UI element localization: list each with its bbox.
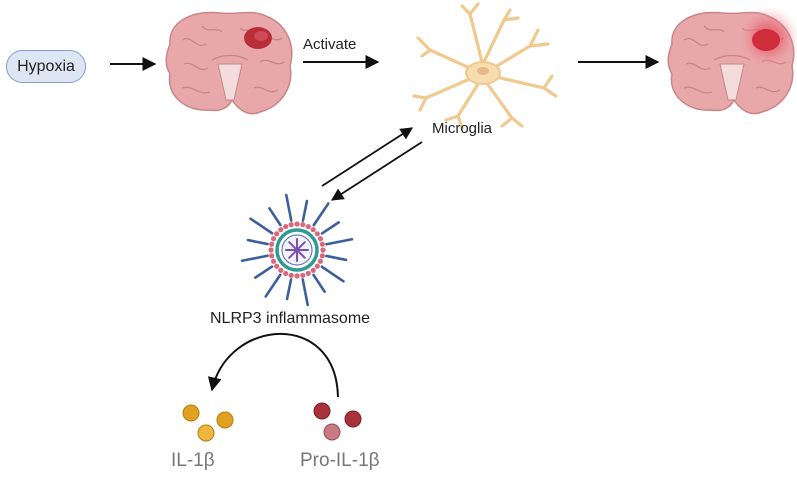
inflammasome-bead [283,223,289,230]
pro-cytokine-beads-icon [313,402,362,441]
inflammasome-rod [268,207,282,227]
inflammasome-bead [314,231,320,237]
inflammasome-ring [275,228,319,272]
inflammasome-bead [300,272,306,278]
inflammasome-bead [294,273,300,279]
cytokine-beads-icon [182,404,234,442]
inflammasome-bead [300,222,306,228]
inflammasome-spoke [296,249,306,259]
inflammasome-bead [269,241,275,247]
inflammasome-bead [268,247,274,253]
inflammasome-bead [305,270,311,277]
inflammasome-bead [314,263,320,269]
inflammasome-rod [240,254,269,263]
inflammasome-rod [320,265,345,283]
inflammasome-rod [249,217,274,235]
inflammasome-rod [312,273,326,293]
il1b-label: IL-1β [171,450,215,471]
pro-il1b-label: Pro-IL-1β [300,450,380,471]
inflammasome-bead [319,253,325,259]
inflammasome-bead [319,241,325,247]
activate-label: Activate [303,36,357,53]
inflammasome-rod [254,265,274,279]
inflammasome-bead [274,231,280,237]
inflammasome-rod [246,238,269,246]
inflammasome-bead [274,263,280,269]
inflammasome-bead [288,272,294,278]
arrow-to-microglia [321,127,414,187]
inflammasome-bead [294,221,300,227]
inflammasome-spoke [288,241,298,251]
inflammasome-spoke [296,241,306,251]
inflammasome-bead [305,223,311,230]
inflammasome-rod [325,254,348,262]
inflammasome-icon [240,193,354,307]
nlrp3-label: NLRP3 inflammasome [210,310,371,327]
inflammasome-rod [264,273,282,298]
inflammasome-bead [278,227,284,233]
hypoxia-label: Hypoxia [17,57,75,75]
hypoxia-node: Hypoxia [6,50,86,83]
inflammasome-bead [320,247,326,253]
inflammasome-bead [288,222,294,228]
inflammasome-rod [285,278,293,301]
brain-inflamed-icon [667,6,797,115]
inflammasome-spoke [288,249,298,259]
arrow-to-inflammasome [330,141,423,201]
inflammasome-rod [301,278,310,307]
microglia-label: Microglia [432,120,493,137]
inflammasome-bead [270,258,277,264]
inflammasome-bead [310,267,316,273]
inflammasome-rod [301,199,309,222]
inflammasome-rod [325,237,354,246]
arrow-curved-cleavage [207,333,339,398]
inflammasome-bead [310,227,316,233]
inflammasome-rod [320,221,340,235]
inflammasome-bead [283,270,289,277]
inflammasome-bead [270,236,277,242]
inflammasome-rod [284,193,293,222]
inflammasome-rod [312,202,330,227]
inflammasome-bead [278,267,284,273]
brain-lesion-icon [165,11,293,115]
inflammasome-bead [269,253,275,259]
inflammasome-bead [317,258,324,264]
inflammasome-bead [317,236,324,242]
microglia-cell-icon [412,2,558,130]
